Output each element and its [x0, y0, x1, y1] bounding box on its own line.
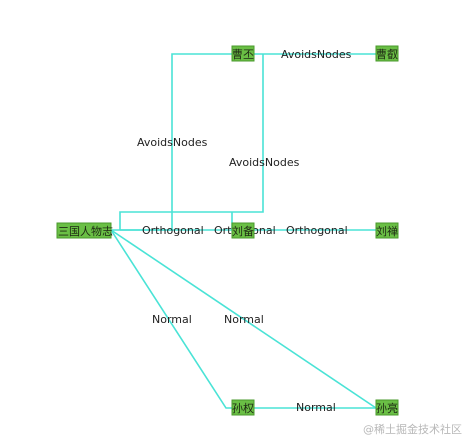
edge-label-sunquan-sunliang: Normal	[296, 401, 336, 414]
node-caorui[interactable]: 曹叡	[375, 45, 399, 62]
node-sunquan[interactable]: 孙权	[231, 399, 255, 416]
node-root[interactable]: 三国人物志	[56, 222, 113, 239]
node-liuchan[interactable]: 刘禅	[375, 222, 399, 239]
edge-root-sunquan	[110, 229, 232, 409]
edge-label-root-sunliang: Normal	[224, 313, 264, 326]
edge-labels: AvoidsNodes AvoidsNodes AvoidsNodes Orth…	[137, 48, 352, 414]
node-label-caocao: 曹丕	[232, 48, 254, 61]
edge-label-root-sunquan: Normal	[152, 313, 192, 326]
node-sunliang[interactable]: 孙亮	[375, 399, 399, 416]
edge-label-caocao-caorui: AvoidsNodes	[281, 48, 352, 61]
edges	[110, 53, 377, 409]
node-label-sunliang: 孙亮	[376, 401, 398, 415]
edge-liubei-caocao	[119, 54, 264, 230]
edge-label-root-caocao: AvoidsNodes	[137, 136, 208, 149]
edge-label-liubei-liuchan: Orthogonal	[286, 224, 348, 237]
edge-label-root-liubei: Orthogonal	[142, 224, 204, 237]
node-caocao[interactable]: 曹丕	[231, 45, 255, 62]
node-label-liuchan: 刘禅	[376, 224, 398, 238]
node-label-sunquan: 孙权	[232, 402, 254, 415]
watermark: @稀土掘金技术社区	[363, 423, 462, 436]
edge-label-liubei-caocao: AvoidsNodes	[229, 156, 300, 169]
node-liubei[interactable]: 刘备	[231, 222, 255, 239]
node-label-root: 三国人物志	[58, 224, 113, 238]
edge-root-sunliang	[110, 229, 377, 409]
node-label-caorui: 曹叡	[376, 47, 398, 61]
node-label-liubei: 刘备	[232, 224, 254, 238]
